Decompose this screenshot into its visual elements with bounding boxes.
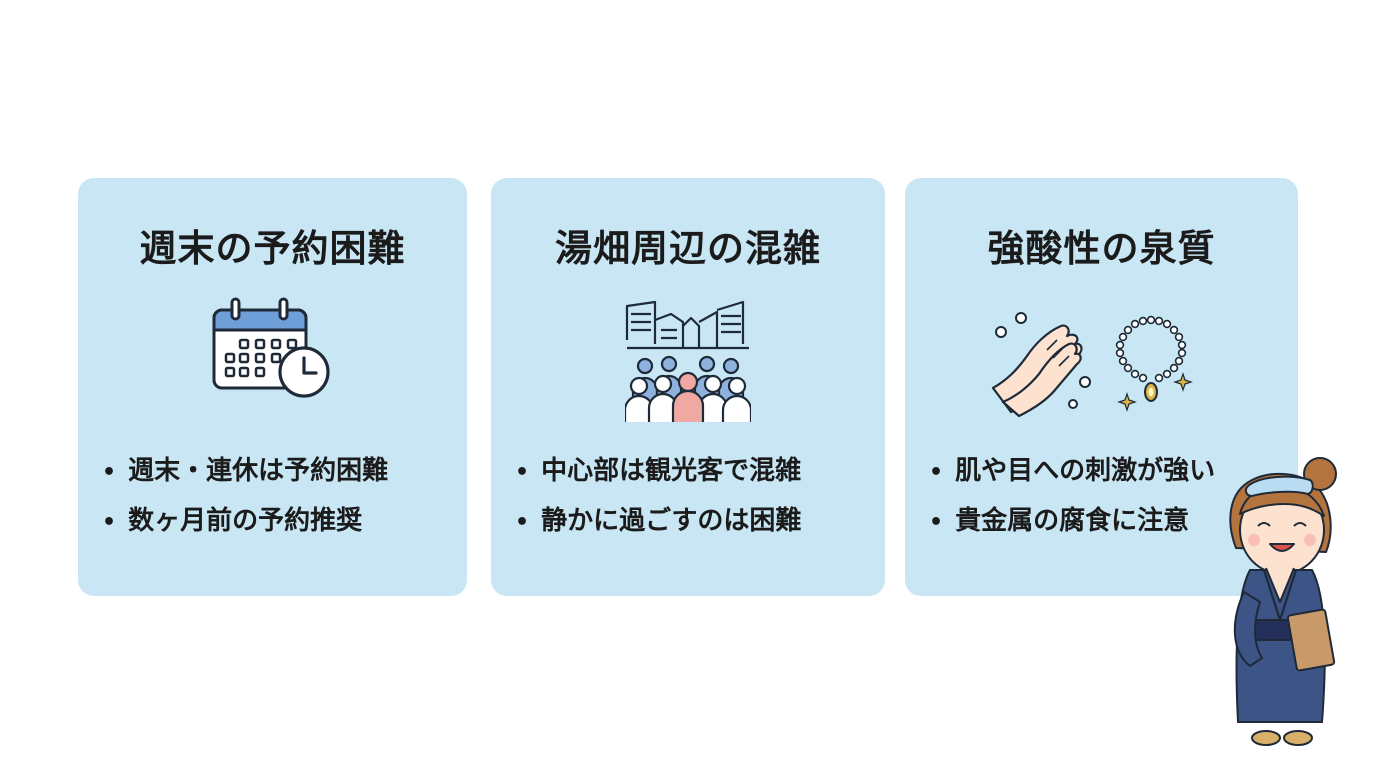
bullet-item: 静かに過ごすのは困難 <box>515 500 801 550</box>
bullet-item: 肌や目への刺激が強い <box>929 450 1215 500</box>
bullet-list: 中心部は観光客で混雑 静かに過ごすのは困難 <box>515 450 801 550</box>
calendar-clock-icon <box>212 296 332 404</box>
card-weekend-booking: 週末の予約困難 週末・連休は予約困難 <box>78 178 467 596</box>
yukata-girl-mascot <box>1222 452 1342 752</box>
card-title: 週末の予約困難 <box>139 227 406 270</box>
card-title: 湯畑周辺の混雑 <box>555 227 821 270</box>
hands-and-necklace-icon <box>991 310 1211 424</box>
bullet-item: 数ヶ月前の予約推奨 <box>102 500 388 550</box>
crowd-in-town-icon <box>623 300 753 428</box>
bullet-item: 週末・連休は予約困難 <box>102 450 388 500</box>
card-acidic-spring: 強酸性の泉質 <box>905 178 1298 596</box>
bullet-list: 週末・連休は予約困難 数ヶ月前の予約推奨 <box>102 450 388 550</box>
card-title: 強酸性の泉質 <box>987 227 1216 270</box>
card-yubatake-crowd: 湯畑周辺の混雑 <box>491 178 885 596</box>
bullet-item: 貴金属の腐食に注意 <box>929 500 1215 550</box>
bullet-item: 中心部は観光客で混雑 <box>515 450 801 500</box>
bullet-list: 肌や目への刺激が強い 貴金属の腐食に注意 <box>929 450 1215 550</box>
